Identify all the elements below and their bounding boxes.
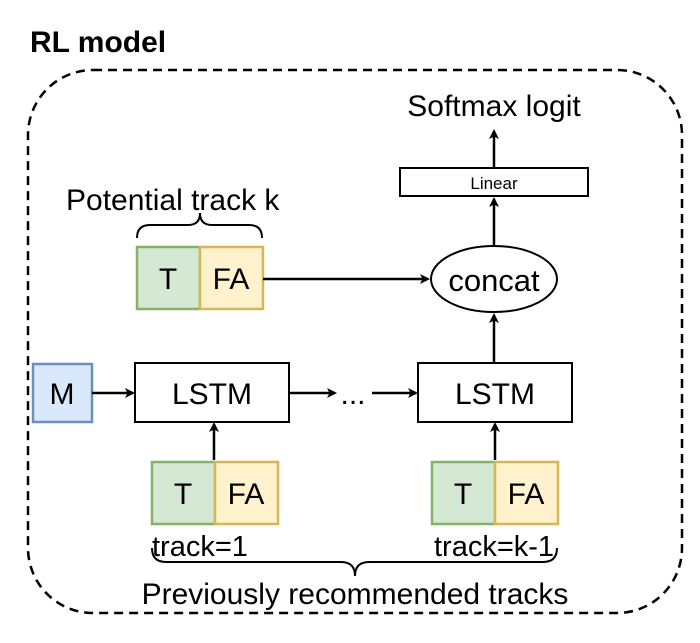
- previous-tracks-label: Previously recommended tracks: [142, 578, 569, 611]
- concat-node: [430, 245, 558, 313]
- potential-track-t-label: T: [159, 263, 177, 296]
- previous-tracks-brace: [151, 547, 558, 577]
- linear-layer-label: Linear: [470, 174, 518, 193]
- track-last-label: track=k-1: [434, 531, 554, 563]
- track-last-fa-label: FA: [508, 478, 545, 511]
- track-last-fa-feature: [493, 460, 560, 526]
- diagram-title: RL model: [30, 26, 166, 59]
- output-label: Softmax logit: [407, 90, 581, 123]
- concat-label: concat: [448, 263, 540, 298]
- lstm-cell-last-label: LSTM: [455, 378, 535, 411]
- track-first-fa-label: FA: [228, 478, 265, 511]
- track-first-fa-feature: [213, 460, 280, 526]
- potential-track-label: Potential track k: [66, 184, 280, 217]
- track-last-t-label: T: [454, 478, 472, 511]
- track-first-t-feature: [150, 460, 217, 526]
- track-first-label: track=1: [152, 531, 248, 563]
- potential-track-brace: [136, 212, 263, 239]
- track-first-t-label: T: [174, 478, 192, 511]
- rl-model-container: [26, 68, 684, 615]
- memory-label: M: [50, 378, 75, 411]
- potential-track-fa-label: FA: [213, 263, 250, 296]
- ellipsis-label: ...: [340, 378, 365, 411]
- track-last-t-feature: [430, 460, 497, 526]
- lstm-cell-last: [417, 362, 573, 423]
- lstm-cell-first-label: LSTM: [172, 378, 252, 411]
- linear-layer-box: [399, 167, 589, 197]
